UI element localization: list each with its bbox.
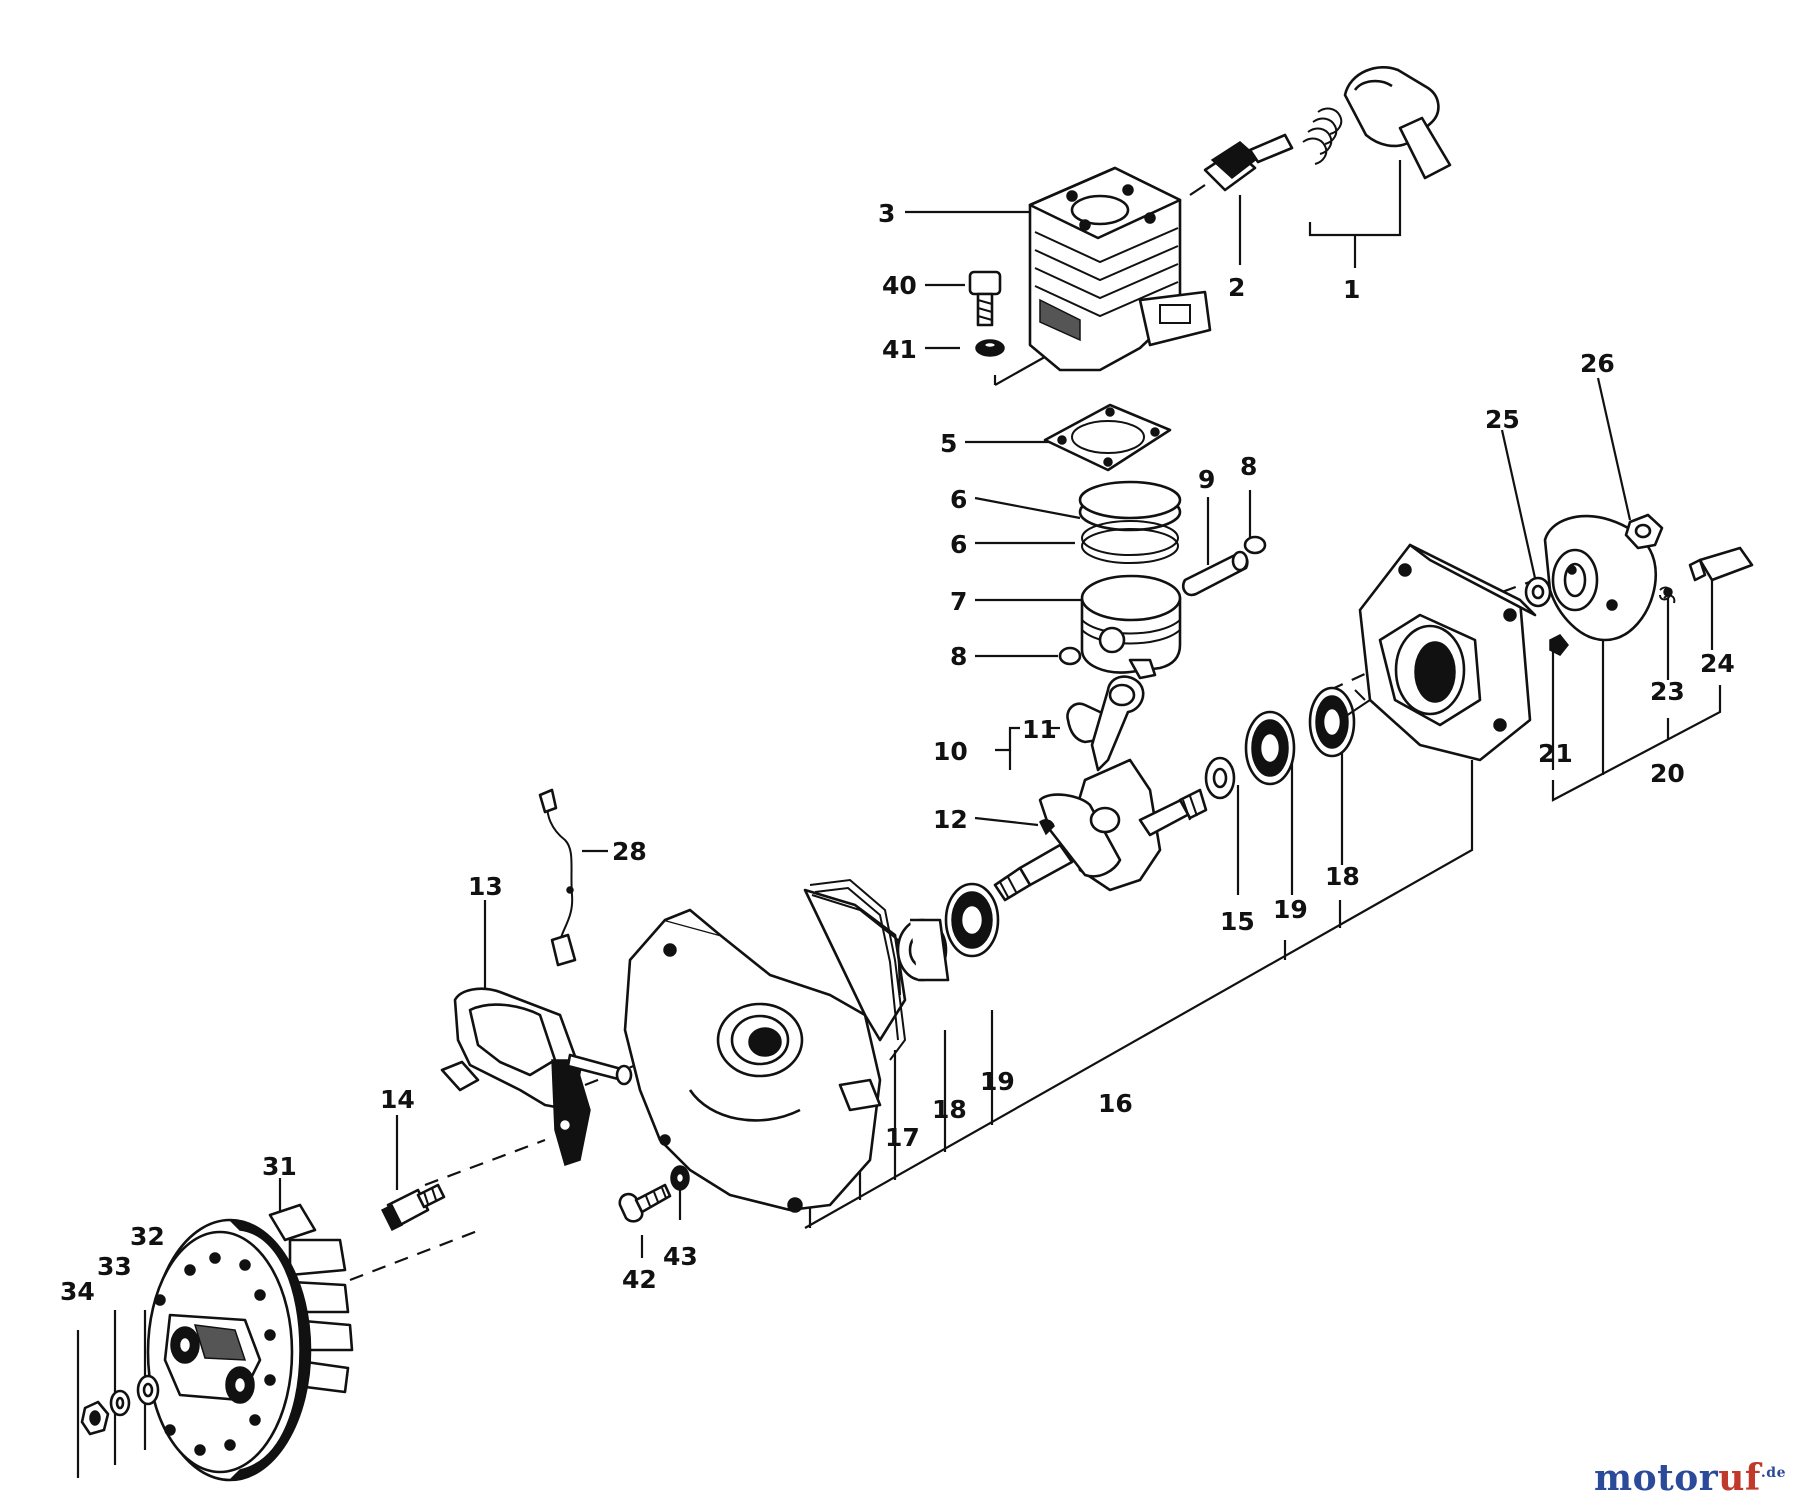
callout-20: 20 — [1650, 759, 1685, 788]
ignition-module — [440, 987, 633, 1166]
callout-34: 34 — [60, 1277, 95, 1306]
ignition-lead-28 — [538, 788, 577, 967]
callout-19-left: 19 — [980, 1067, 1015, 1096]
callout-13: 13 — [468, 872, 503, 901]
bolt-14 — [380, 1183, 446, 1232]
watermark-suffix: .de — [1760, 1465, 1786, 1481]
washer-25 — [1524, 576, 1552, 608]
oil-seal-18-left — [896, 918, 950, 982]
callout-33: 33 — [97, 1252, 132, 1281]
leader-lines — [76, 160, 1722, 1478]
crankcase-right — [1339, 543, 1537, 762]
callout-17: 17 — [885, 1123, 920, 1152]
callout-23: 23 — [1650, 677, 1685, 706]
watermark-logo: motoruf.de — [1594, 1457, 1786, 1499]
clutch-shoe-24 — [1688, 546, 1754, 582]
callout-42: 42 — [622, 1265, 657, 1294]
callout-6-lower: 6 — [950, 530, 967, 559]
callout-11: 11 — [1022, 715, 1057, 744]
woodruff-key — [1039, 819, 1055, 836]
ball-bearing-19-left — [944, 882, 1000, 958]
callout-24: 24 — [1700, 649, 1735, 678]
crankcase-gasket-17 — [809, 878, 907, 1061]
callout-15: 15 — [1220, 907, 1255, 936]
callout-31: 31 — [262, 1152, 297, 1181]
callout-3: 3 — [878, 199, 895, 228]
callout-7: 7 — [950, 587, 967, 616]
crankcase-left — [623, 888, 907, 1213]
washer-32 — [136, 1374, 160, 1406]
screw-42 — [618, 1183, 672, 1223]
washer-41 — [975, 339, 1005, 357]
wrist-pin — [1181, 550, 1249, 597]
callout-9: 9 — [1198, 465, 1215, 494]
spark-plug-boot — [1302, 65, 1452, 180]
seal-washer-15 — [1204, 756, 1236, 800]
washer-33 — [109, 1389, 131, 1417]
callout-43: 43 — [663, 1242, 698, 1271]
callout-19-right: 19 — [1273, 895, 1308, 924]
spark-plug — [1189, 133, 1294, 196]
ball-bearing-18-right — [1308, 686, 1356, 758]
crankshaft — [993, 675, 1208, 902]
callout-1: 1 — [1343, 275, 1360, 304]
callout-12: 12 — [933, 805, 968, 834]
callout-6-upper: 6 — [950, 485, 967, 514]
cylinder — [1028, 166, 1212, 372]
callout-26: 26 — [1580, 349, 1615, 378]
spring-23 — [1659, 586, 1676, 604]
callout-28: 28 — [612, 837, 647, 866]
callout-8-right: 8 — [1240, 452, 1257, 481]
ball-bearing-19-right — [1244, 710, 1296, 786]
callout-18-left: 18 — [932, 1095, 967, 1124]
callout-5: 5 — [940, 429, 957, 458]
nut-21 — [1549, 634, 1569, 656]
callout-41: 41 — [882, 335, 917, 364]
callout-10: 10 — [933, 737, 968, 766]
clutch-drum — [1543, 514, 1658, 642]
piston — [1080, 574, 1182, 680]
washer-43 — [670, 1165, 690, 1191]
callout-16: 16 — [1098, 1089, 1133, 1118]
callout-18-right: 18 — [1325, 862, 1360, 891]
callout-labels: 1 2 3 40 41 5 6 6 7 8 8 9 10 11 12 13 14… — [60, 199, 1735, 1306]
watermark-part2: uf — [1718, 1457, 1761, 1499]
callout-21: 21 — [1538, 739, 1573, 768]
callout-2: 2 — [1228, 273, 1245, 302]
flywheel — [146, 1203, 354, 1482]
circlip-8 — [1058, 535, 1267, 666]
callout-8-left: 8 — [950, 642, 967, 671]
callout-14: 14 — [380, 1085, 415, 1114]
callout-25: 25 — [1485, 405, 1520, 434]
watermark-part1: motor — [1594, 1457, 1719, 1499]
cylinder-gasket — [1043, 403, 1172, 472]
callout-40: 40 — [882, 271, 917, 300]
callout-32: 32 — [130, 1222, 165, 1251]
nut-34 — [80, 1400, 110, 1436]
bolt-40 — [968, 270, 1002, 327]
piston-rings — [1078, 480, 1182, 564]
clutch-nut-26 — [1624, 513, 1664, 550]
